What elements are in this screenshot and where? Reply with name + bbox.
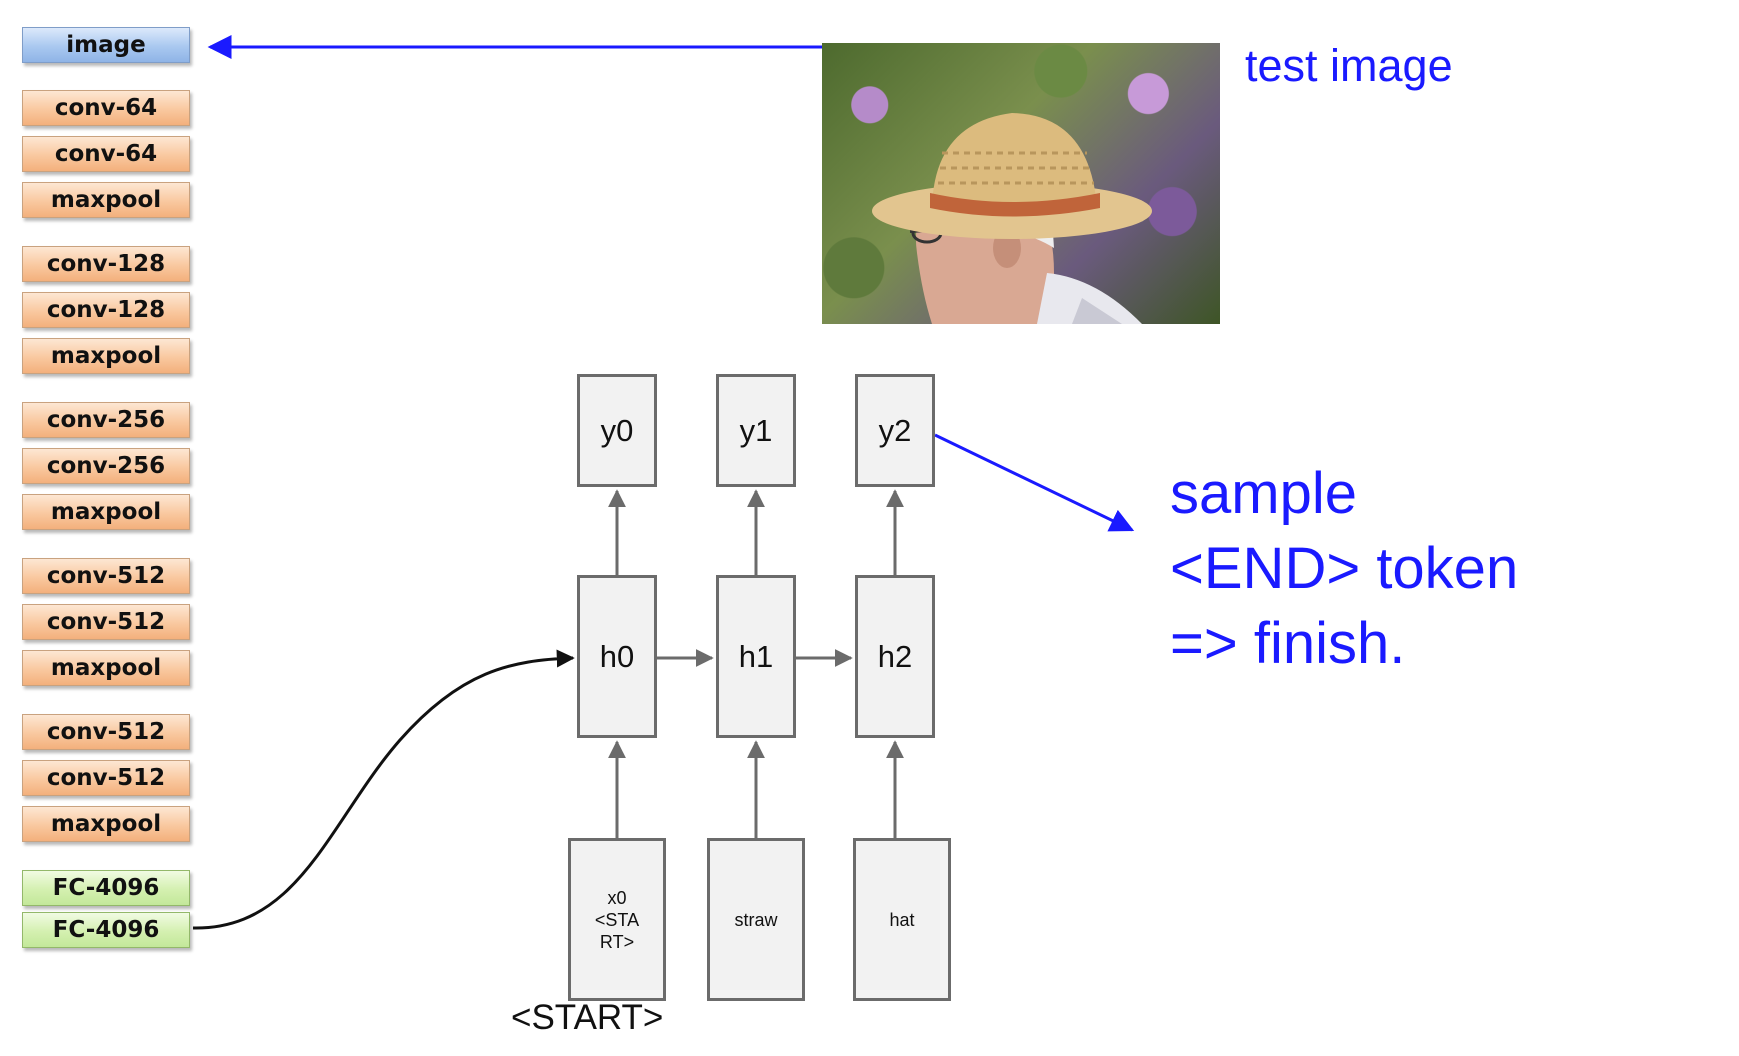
arrow-y2-to-sample bbox=[934, 433, 1135, 532]
test-image-label: test image bbox=[1245, 40, 1453, 91]
layer-fc-4096-16: FC-4096 bbox=[22, 870, 190, 906]
input-box-hat: hat bbox=[853, 838, 951, 1001]
test-photo-straw-hat bbox=[822, 43, 1220, 324]
layer-maxpool-15: maxpool bbox=[22, 806, 190, 842]
layer-maxpool-3: maxpool bbox=[22, 182, 190, 218]
photo-drawing bbox=[872, 113, 1152, 324]
layer-conv-256-7: conv-256 bbox=[22, 402, 190, 438]
layer-maxpool-12: maxpool bbox=[22, 650, 190, 686]
hidden-box-h2: h2 bbox=[855, 575, 935, 738]
layer-conv-64-1: conv-64 bbox=[22, 90, 190, 126]
layer-conv-128-4: conv-128 bbox=[22, 246, 190, 282]
layer-conv-512-10: conv-512 bbox=[22, 558, 190, 594]
input-box-x0: x0 <STA RT> bbox=[568, 838, 666, 1001]
start-label: <START> bbox=[511, 998, 664, 1037]
layer-fc-4096-17: FC-4096 bbox=[22, 912, 190, 948]
hidden-box-h1: h1 bbox=[716, 575, 796, 738]
layer-conv-512-14: conv-512 bbox=[22, 760, 190, 796]
layer-conv-256-8: conv-256 bbox=[22, 448, 190, 484]
layer-maxpool-6: maxpool bbox=[22, 338, 190, 374]
cnn-layer-stack: image conv-64 conv-64 maxpool conv-128 conv-1… bbox=[22, 0, 194, 1000]
input-box-straw: straw bbox=[707, 838, 805, 1001]
sample-text-line-2: <END> token bbox=[1170, 536, 1519, 601]
layer-conv-512-11: conv-512 bbox=[22, 604, 190, 640]
layer-maxpool-9: maxpool bbox=[22, 494, 190, 530]
output-box-y2: y2 bbox=[855, 374, 935, 487]
layer-image-0: image bbox=[22, 27, 190, 63]
output-box-y0: y0 bbox=[577, 374, 657, 487]
hidden-box-h0: h0 bbox=[577, 575, 657, 738]
output-box-y1: y1 bbox=[716, 374, 796, 487]
layer-conv-64-2: conv-64 bbox=[22, 136, 190, 172]
layer-conv-128-5: conv-128 bbox=[22, 292, 190, 328]
layer-conv-512-13: conv-512 bbox=[22, 714, 190, 750]
sample-text-line-3: => finish. bbox=[1170, 611, 1406, 676]
sample-text-line-1: sample bbox=[1170, 461, 1357, 526]
arrow-fc-to-h0 bbox=[192, 649, 575, 930]
